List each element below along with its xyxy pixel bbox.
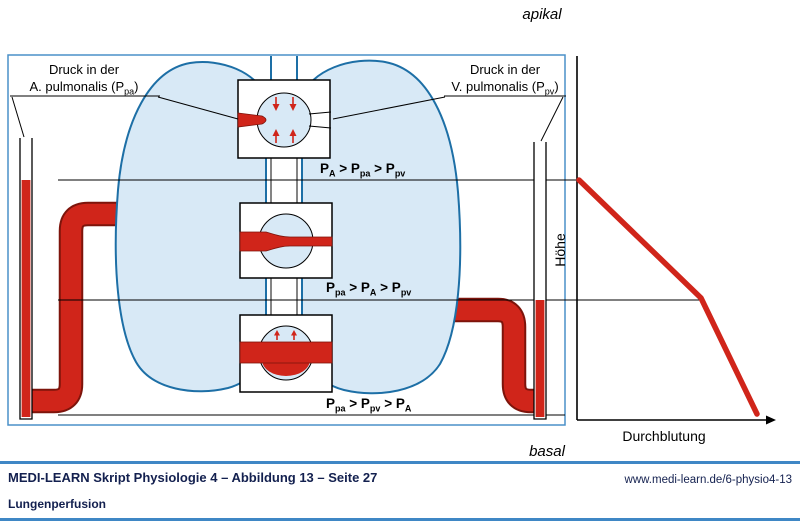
pinched-blood-band [239, 231, 333, 252]
arterial-pressure-column [21, 180, 31, 417]
venous-pressure-label-line1: Druck in der [469, 62, 541, 77]
lungs [114, 56, 462, 395]
manometer-arterial [19, 138, 33, 420]
pointer-to-arterial-manometer [11, 96, 25, 138]
pulmonary-artery-vessel [26, 201, 120, 414]
artery-stub [237, 112, 267, 128]
arterial-pressure-label-line2: A. pulmonalis (Ppa) [29, 78, 139, 97]
footer-url[interactable]: www.medi-learn.de/6-physio4-13 [624, 474, 792, 486]
manometer-venous [533, 142, 547, 420]
venous-pressure-label: Druck in der V. pulmonalis (Ppv) [441, 62, 569, 98]
pointer-to-artery-stub [157, 96, 239, 120]
perfusion-curve [576, 177, 760, 417]
zone-lines [58, 179, 702, 416]
perfusion-graph [576, 56, 776, 425]
orientation-basal: basal [529, 443, 565, 460]
arterial-pressure-label: Druck in der A. pulmonalis (Ppa) [8, 62, 160, 98]
compression-arrows [272, 97, 297, 143]
pulmonary-vein-vessel [452, 297, 545, 414]
diagram-canvas [7, 54, 776, 426]
full-blood-band [239, 341, 333, 364]
zone-3-formula: Ppa > Ppv > PA [326, 396, 412, 414]
venous-pressure-label-line2: V. pulmonalis (Ppv) [451, 78, 559, 97]
diagram-border [7, 54, 566, 426]
pointer-to-vein-stub [332, 96, 446, 120]
lung-right [301, 59, 462, 395]
footer-top-rule [0, 461, 800, 464]
arterial-pressure-label-line1: Druck in der [48, 62, 120, 77]
footer-bottom-rule [0, 518, 800, 521]
pointer-lines [10, 95, 566, 142]
vein-stub [308, 111, 332, 129]
capillary-box-1 [237, 79, 332, 159]
pointer-to-venous-manometer [540, 96, 564, 142]
footer-topic: Lungenperfusion [8, 497, 106, 511]
lung-left [114, 61, 267, 393]
zone-2-formula: Ppa > PA > Ppv [326, 280, 412, 298]
y-axis-label: Höhe [552, 233, 568, 267]
zone-1-formula: PA > Ppa > Ppv [320, 161, 406, 179]
distension-arrows [274, 330, 297, 340]
x-axis-arrowhead [766, 415, 776, 425]
capillary-box-2 [239, 202, 333, 279]
capillary-box-3 [239, 314, 333, 393]
trachea [270, 56, 298, 80]
x-axis-label: Durchblutung [622, 428, 706, 444]
orientation-apikal: apikal [522, 6, 562, 23]
venous-pressure-column [535, 300, 545, 417]
footer-source: MEDI-LEARN Skript Physiologie 4 – Abbild… [8, 470, 378, 485]
